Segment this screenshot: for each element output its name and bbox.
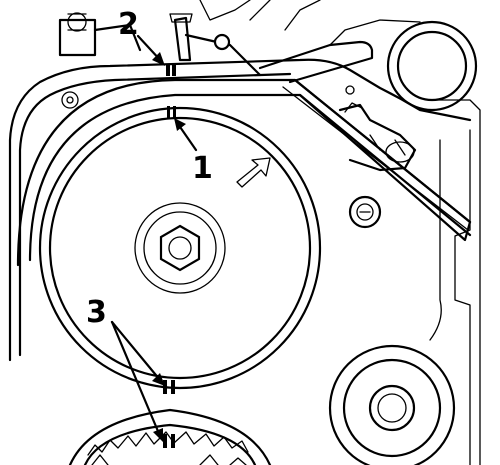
leader-line-2 [136,34,165,66]
top-bracket [58,0,421,84]
belt-tensioner [338,102,417,229]
bolt-icon [159,224,201,272]
idler-pulley-bottom-right [328,344,456,465]
callout-2: 2 [118,7,139,42]
idler-pulley-top-right [386,20,478,112]
timing-mark-pulley-bottom [163,380,175,394]
bolt-icon [67,12,87,32]
timing-mark-pulley-top [167,106,176,118]
crankshaft-gear [68,408,272,465]
timing-belt [16,78,472,267]
leader-line-3b [110,320,163,442]
direction-arrow-icon [236,157,271,188]
timing-mark-crank [163,434,175,448]
callout-1: 1 [192,151,213,186]
camshaft-pulley [38,106,322,390]
cover-bolt-holes [61,85,355,109]
engine-cover [8,58,481,465]
timing-mark-belt-top [166,64,176,76]
callout-3: 3 [86,295,107,330]
leader-line-1 [174,118,198,152]
leader-line-3a [110,320,165,386]
